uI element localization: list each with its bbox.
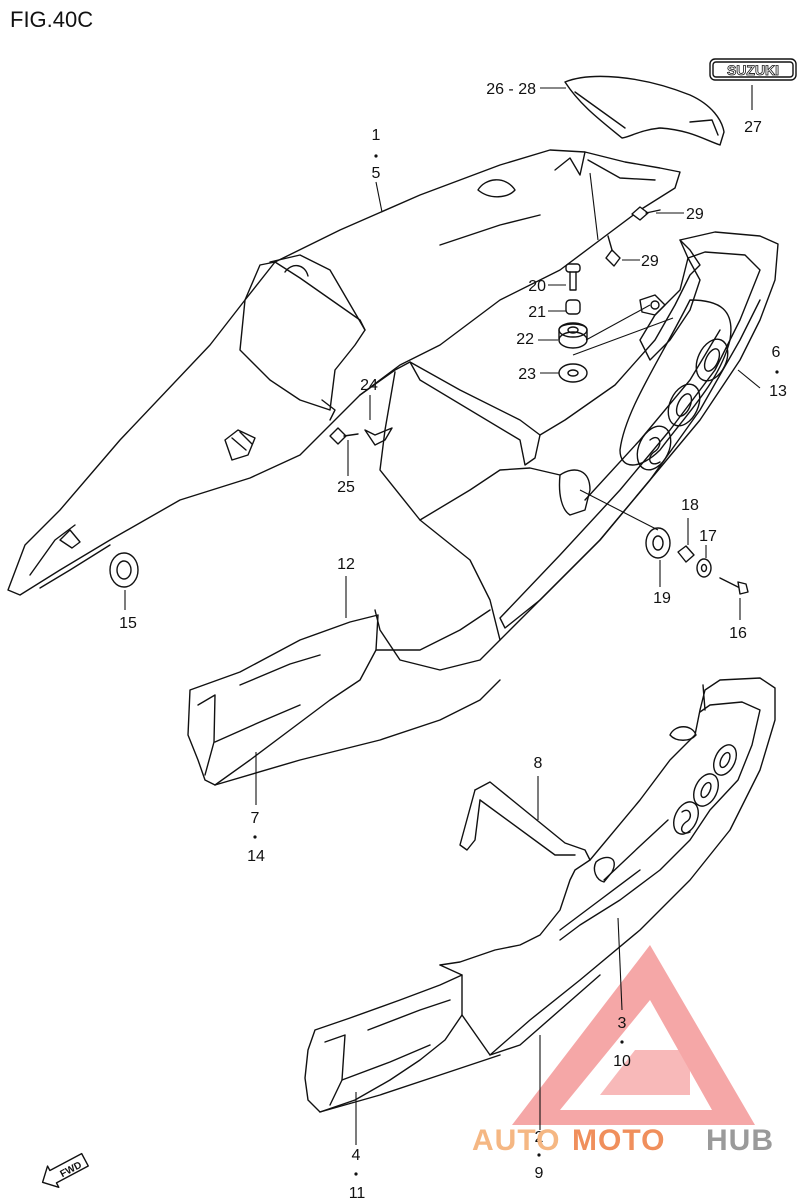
- suzuki-emblem-text: SUZUKI: [727, 62, 779, 78]
- callout-15: 15: [119, 615, 137, 632]
- callout-22: 22: [516, 331, 534, 348]
- side-cover-right: [499, 231, 779, 629]
- callout-13: 13: [769, 383, 787, 400]
- fwd-label: FWD: [58, 1160, 83, 1180]
- callout-19: 19: [653, 590, 671, 607]
- callout-29-lower: 29: [641, 253, 659, 270]
- callout-8: 8: [534, 755, 543, 772]
- callout-2: 2: [535, 1129, 544, 1146]
- seat-tail-cover: [7, 149, 681, 596]
- callout-27: 27: [744, 119, 762, 136]
- callout-24: 24: [360, 377, 378, 394]
- hardware: [109, 206, 749, 595]
- figure-title: FIG.40C: [10, 7, 93, 32]
- callout-7: 7: [251, 810, 260, 827]
- assembly-lines: [369, 172, 674, 531]
- callout-16: 16: [729, 625, 747, 642]
- callout-11: 11: [349, 1185, 366, 1202]
- callout-17: 17: [699, 528, 717, 545]
- suzuki-emblem: SUZUKI: [709, 58, 797, 81]
- watermark-logo: [512, 945, 755, 1125]
- frame-cowling: [359, 239, 761, 671]
- callout-labels: 1 5 26 - 28 27 29 29 20 21 22 23 24 25 6…: [119, 81, 787, 1202]
- watermark-hub: HUB: [706, 1124, 774, 1157]
- watermark-triangle-icon: [512, 945, 755, 1125]
- callout-21: 21: [528, 304, 546, 321]
- callout-23: 23: [518, 366, 536, 383]
- callout-6: 6: [772, 344, 781, 361]
- lower-side-cover-assembly: [304, 677, 776, 1113]
- callout-5: 5: [372, 165, 381, 182]
- callout-4: 4: [352, 1147, 361, 1164]
- watermark-moto: MOTO: [572, 1124, 665, 1157]
- tail-lens-cover: [564, 75, 725, 146]
- callout-14: 14: [247, 848, 265, 865]
- callout-20: 20: [528, 278, 546, 295]
- lower-side-panel: [187, 609, 501, 786]
- callout-9: 9: [535, 1165, 544, 1182]
- callout-3: 3: [618, 1015, 627, 1032]
- callout-29-upper: 29: [686, 206, 704, 223]
- callout-18: 18: [681, 497, 699, 514]
- watermark-text: AUTO MOTO HUB: [472, 1124, 774, 1157]
- callout-10: 10: [613, 1053, 631, 1070]
- watermark-auto: AUTO: [472, 1124, 560, 1157]
- fwd-arrow-icon: FWD: [41, 1152, 89, 1188]
- callout-1: 1: [372, 127, 381, 144]
- callout-25: 25: [337, 479, 355, 496]
- callout-26-28: 26 - 28: [486, 81, 536, 98]
- leader-lines: [124, 85, 761, 1145]
- callout-12: 12: [337, 556, 355, 573]
